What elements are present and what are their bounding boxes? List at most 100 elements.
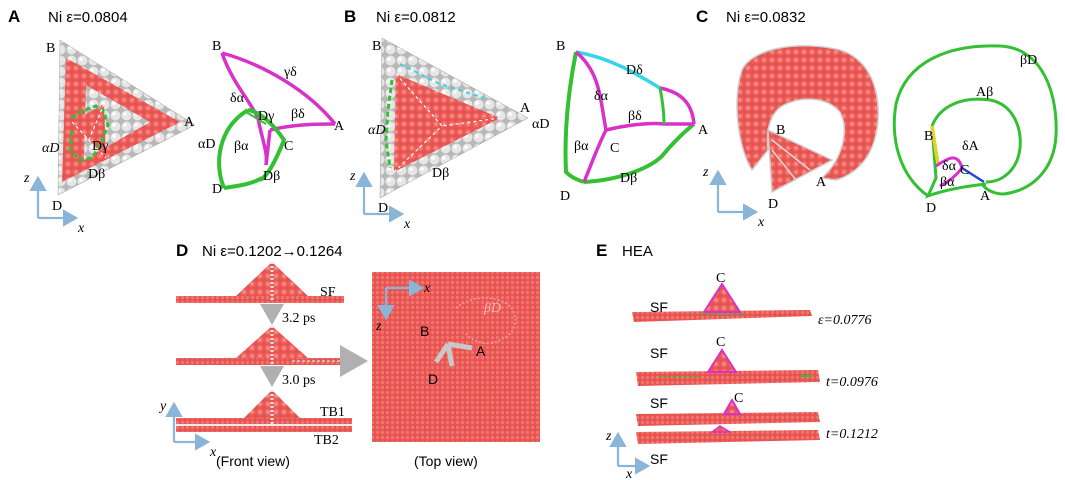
atom-label-a: A [520,101,531,116]
net-ba: βα [234,139,249,154]
axis-z: z [605,429,612,444]
panel-c-axes: z x [702,165,765,230]
net-da: δα [942,159,957,174]
panel-e-row-1: SF C ε=0.0776 [632,271,871,328]
panel-e-axes: z x [605,429,651,480]
axis-z: z [702,165,709,180]
panel-d-title: Ni ε=0.1202→0.1264 [202,243,343,260]
panel-a-atomic-structure: B A D Dγ Dβ αD [42,39,196,214]
panel-e-label: E [596,241,607,260]
axis-x: x [209,445,217,460]
atom-label-b: B [372,39,381,54]
net-c: C [284,139,293,154]
panel-a: A Ni ε=0.0804 B A D Dγ Dβ αD z x [8,7,345,236]
net-bd: βδ [628,109,642,124]
e-row2-right: t=0.0976 [826,375,878,390]
net-d: D [926,201,936,216]
axis-x: x [625,467,633,480]
net-da: δα [230,91,245,106]
net-d: D [212,182,222,197]
e-row3-left: SF [650,395,668,411]
net-a: A [980,189,991,204]
net-db: Dβ [620,171,637,186]
e-row1-left: SF [650,299,668,315]
panel-b-title: Ni ε=0.0812 [376,9,456,26]
panel-c-title: Ni ε=0.0832 [726,9,806,26]
net-b: B [212,39,221,54]
net-da: δα [594,89,609,104]
panel-b-dislocation-network: B A C D Dδ δα βδ βα Dβ αD [532,39,709,204]
panel-c-dislocation-network: βD Aβ B δA δα C βα D A [892,44,1058,216]
e-row2-c: C [716,335,725,350]
panel-d-front-view: SF 3.2 ps 3.0 ps TB1 TB2 [176,262,368,448]
net-b: B [924,129,933,144]
panel-e: E HEA SF C ε=0.0776 SF C t=0.0976 SF C [596,241,878,480]
net-a: A [698,123,709,138]
axis-z: z [349,169,356,184]
net-db: Dβ [263,169,280,184]
axis-x: x [77,221,85,236]
panel-c-atomic-structure: B A D [736,45,879,212]
atom-label-dbeta: Dβ [88,167,105,182]
e-bottom-sf: SF [650,451,668,467]
panel-d-axes: y x [158,399,217,460]
top-axis-z: z [375,319,382,334]
panel-d-label: D [176,241,188,260]
net-dd: Dδ [626,63,643,78]
e-row1-right: ε=0.0776 [818,313,871,328]
net-c: C [610,141,619,156]
panel-a-axes: z x [23,171,85,236]
net-gd: γδ [283,65,297,80]
net-ba: βα [574,139,589,154]
panel-a-label: A [8,7,20,26]
panel-b-atomic-structure: B A D Dβ αD [368,37,531,216]
net-b: B [556,39,565,54]
atom-label-d: D [768,197,778,212]
atom-label-a: A [816,175,827,190]
panel-e-row-2: SF C t=0.0976 [636,335,878,390]
atom-label-d: D [52,199,62,214]
net-c: C [960,163,969,178]
atom-label-a: A [184,115,195,130]
net-dg: Dγ [258,109,274,124]
net-ba: βα [940,175,955,190]
net-bd: βδ [291,107,305,122]
label-tb1: TB1 [320,405,345,420]
net-ad: αD [532,117,549,132]
top-label-bd: βD [483,301,501,316]
net-ad: αD [198,137,215,152]
net-ab: Aβ [976,85,993,100]
panel-e-row-3: SF C t=0.1212 SF [636,391,878,467]
atom-label-b: B [776,123,785,138]
top-label-a: A [476,343,486,359]
label-time-2: 3.0 ps [282,373,315,388]
axis-x: x [403,217,411,232]
top-axis-x: x [423,281,431,296]
panel-b-axes: z x [349,169,411,232]
net-bd: βD [1020,53,1037,68]
e-row2-left: SF [650,345,668,361]
top-label-d: D [428,371,438,387]
panel-d: D Ni ε=0.1202→0.1264 SF 3.2 ps 3.0 ps TB… [158,241,540,469]
atom-label-d: D [378,201,388,216]
label-time-1: 3.2 ps [282,311,315,326]
e-row1-c: C [716,271,725,286]
label-top-view: (Top view) [414,453,478,469]
net-a: A [334,119,345,134]
net-da-cap: δA [962,139,980,154]
atom-label-alphad: αD [42,141,59,156]
panel-d-top-view: x z βD B A D [372,272,540,442]
panel-a-dislocation-network: B A C D γδ δα Dγ βδ αD βα Dβ [198,39,345,197]
panel-c: C Ni ε=0.0832 B A D z x βD Aβ B [696,7,1058,230]
axis-x: x [757,215,765,230]
panel-b: B Ni ε=0.0812 B A D Dβ αD z x [344,7,709,232]
atom-label-b: B [46,41,55,56]
axis-z: z [23,171,30,186]
atom-label-dgamma: Dγ [92,139,108,154]
atom-label-dbeta: Dβ [432,166,449,181]
panel-a-title: Ni ε=0.0804 [48,9,128,26]
panel-b-label: B [344,7,356,26]
label-sf: SF [320,285,336,300]
top-label-b: B [420,323,429,339]
